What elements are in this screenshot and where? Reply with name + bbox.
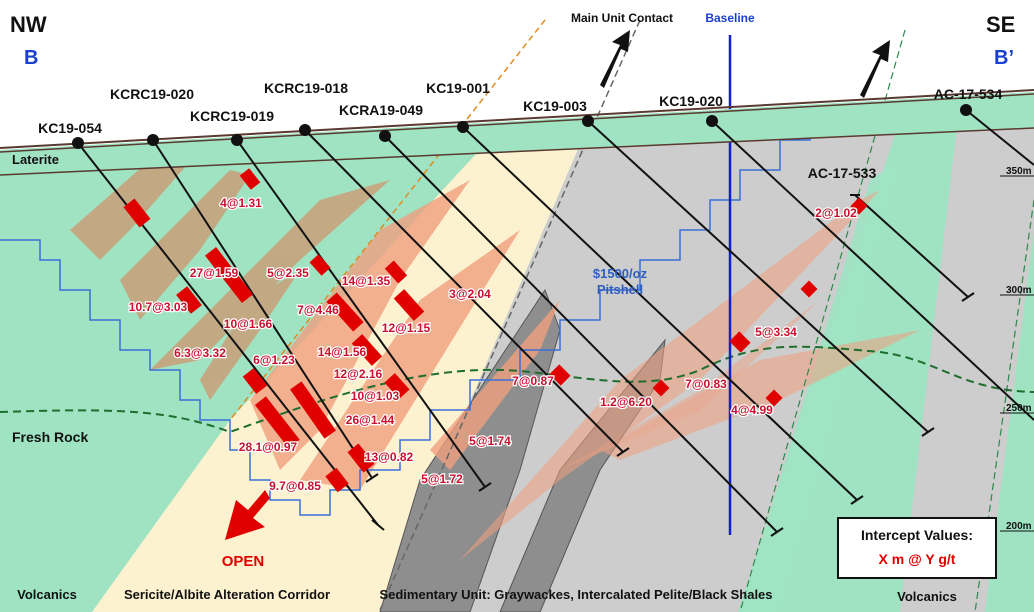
fresh-rock-label: Fresh Rock [12,429,88,445]
intercept-label: 6.3@3.32 [174,346,226,360]
intercept-label: 9.7@0.85 [269,479,321,493]
hole-label: KCRC19-019 [190,108,274,124]
intercept-label: 4@1.31 [220,196,262,210]
hole-label: KC19-003 [523,98,587,114]
intercept-label: 5@1.74 [469,434,511,448]
open-label: OPEN [222,553,265,570]
intercept-label: 10.7@3.03 [129,300,188,314]
unit-label-volcanics-west: Volcanics [17,587,77,602]
fresh-rock-boundary [0,345,1034,434]
intercept-label: 10@1.03 [351,389,400,403]
intercept-bars [123,168,868,493]
intercept-label: 5@3.34 [755,325,797,339]
section-start-label: B [24,47,38,69]
collar-markers [72,104,972,149]
hole-label: KC19-020 [659,93,723,109]
intercept-label: 10@1.66 [224,317,273,331]
topography-line [0,89,1034,149]
hole-label: AC-17-534 [934,86,1003,102]
nw-direction: NW [10,12,47,37]
section-end-label: B’ [994,47,1014,69]
up-dip-arrow-icon [860,40,890,98]
laterite-layer [0,92,1034,175]
intercept-label: 14@1.56 [318,345,367,359]
unit-label-volcanics-east: Volcanics [897,589,957,604]
pitshell-label: $1500/oz [593,266,648,281]
unit-label-alteration: Sericite/Albite Alteration Corridor [124,587,330,602]
intercept-label: 6@1.23 [253,353,295,367]
hole-label: KC19-054 [38,120,102,136]
hole-label: KCRC19-018 [264,80,348,96]
intercept-label: 1.2@6.20 [600,395,652,409]
intercept-label: 7@0.87 [512,374,554,388]
laterite-label: Laterite [12,152,59,167]
se-direction: SE [986,12,1015,37]
intercept-label: 12@2.16 [334,367,383,381]
corridor-contact-line [229,19,546,421]
hole-label: KCRC19-020 [110,86,194,102]
intercept-label: 14@1.35 [342,274,391,288]
elevation-scale: 350m 300m 250m 200m [1000,166,1034,532]
main-unit-contact-label: Main Unit Contact [571,11,673,25]
sedimentary-unit-east [900,96,1034,612]
legend-title: Intercept Values: [861,527,973,543]
intercept-label: 7@0.83 [685,377,727,391]
legend-format: X m @ Y g/t [879,551,956,567]
intercept-label: 28.1@0.97 [239,440,298,454]
unit-label-sedimentary: Sedimentary Unit: Graywackes, Intercalat… [379,587,772,602]
elevation-label: 350m [1006,166,1032,177]
up-dip-arrow-icon [600,30,630,88]
pitshell-label: Pitshell [597,282,643,297]
intercept-label: 4@4.99 [731,403,773,417]
intercept-label: 5@2.35 [267,266,309,280]
laterite-base-line [0,127,1034,176]
intercept-label: 13@0.82 [365,450,414,464]
baseline-label: Baseline [705,11,755,25]
intercept-label: 7@4.46 [297,303,339,317]
hole-label: KCRA19-049 [339,102,423,118]
intercept-label: 27@1.59 [190,266,239,280]
elevation-label: 300m [1006,285,1032,296]
intercept-label: 12@1.15 [382,321,431,335]
hole-label: KC19-001 [426,80,490,96]
hole-label: AC-17-533 [808,165,877,181]
drill-holes [77,109,1034,537]
intercept-label: 5@1.72 [421,472,463,486]
elevation-label: 200m [1006,521,1032,532]
elevation-label: 250m [1006,403,1032,414]
intercept-legend: Intercept Values: X m @ Y g/t [837,517,997,579]
pitshell-outline [0,115,831,516]
volcanic-sliver [740,160,900,612]
intercept-label: 3@2.04 [449,287,491,301]
open-arrow-icon [225,490,270,540]
intercept-label: 26@1.44 [346,413,395,427]
main-unit-contact-line [379,19,641,611]
topography-line-2 [0,93,1034,153]
intercept-label: 2@1.02 [815,206,857,220]
